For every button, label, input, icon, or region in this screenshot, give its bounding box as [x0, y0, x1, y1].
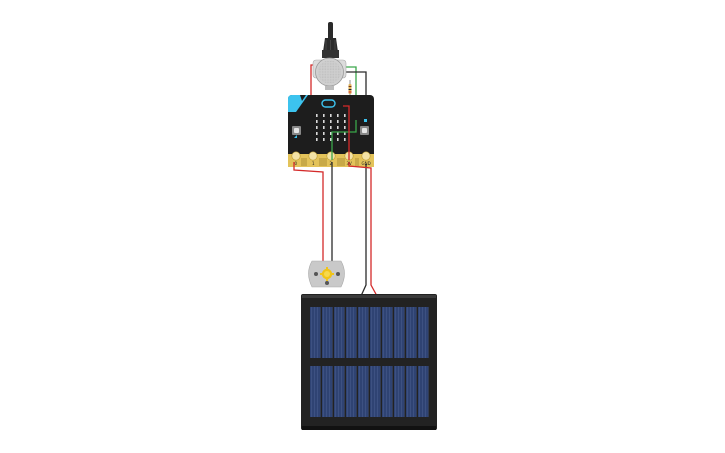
pin-1[interactable]: [308, 151, 318, 161]
pin-label-gnd: GND: [362, 161, 371, 166]
wire-green-pin2[interactable]: [331, 120, 357, 160]
dc-motor[interactable]: [308, 260, 345, 288]
gas-sensor[interactable]: [312, 57, 347, 90]
board-to-motor-wires[interactable]: [293, 162, 333, 262]
solar-cells-top: [310, 307, 429, 358]
pin-label-1: 1: [312, 161, 315, 166]
motor-gear-icon: [320, 267, 334, 281]
pin-label-2: 2: [330, 161, 333, 166]
button-a[interactable]: [292, 126, 301, 138]
pin-0[interactable]: [291, 151, 301, 161]
board-to-solar-wires[interactable]: [348, 162, 378, 297]
wire-red-3v[interactable]: [343, 105, 350, 160]
solar-panel[interactable]: [301, 294, 437, 430]
edge-connector: 0 1 2 3V GND: [288, 151, 374, 167]
pin-2[interactable]: [326, 151, 336, 161]
solar-cells-bottom: [310, 366, 429, 417]
pin-label-0: 0: [295, 161, 298, 166]
sensor-cable[interactable]: [322, 22, 339, 58]
led-matrix: [316, 114, 346, 141]
microbit-board[interactable]: 0 1 2 3V GND: [288, 95, 374, 167]
microbit-logo: [321, 99, 336, 108]
button-b[interactable]: [360, 119, 369, 135]
pin-gnd[interactable]: [361, 151, 371, 161]
